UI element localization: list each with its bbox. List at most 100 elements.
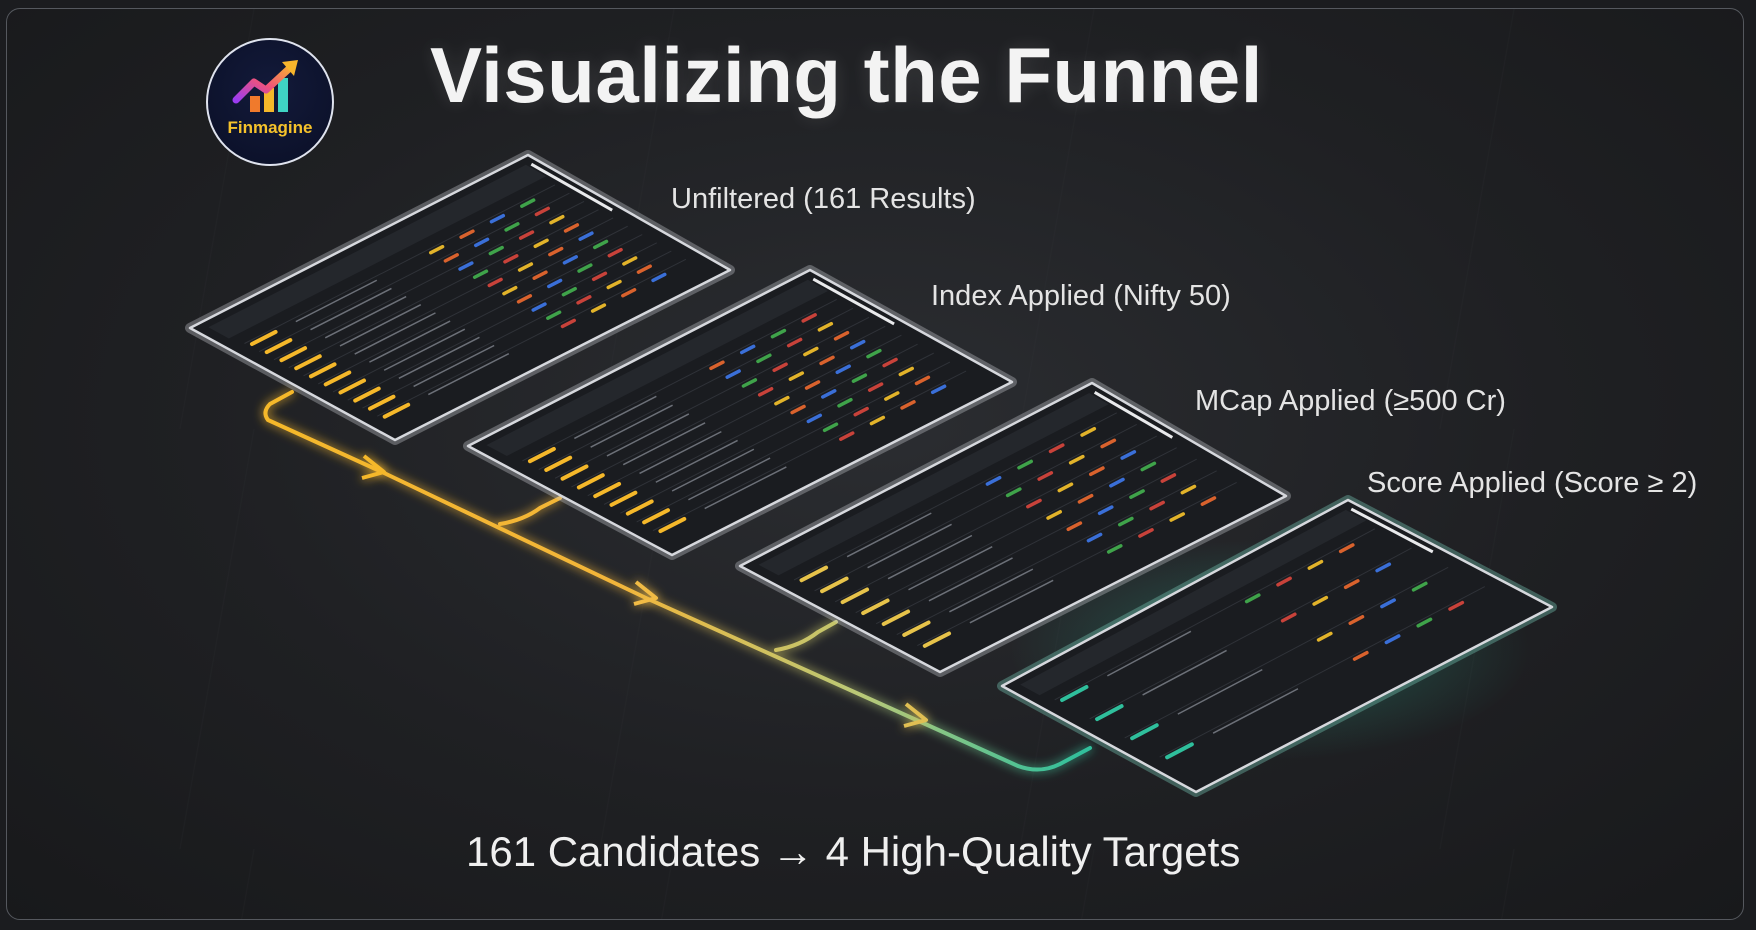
panel-cell [590,303,607,313]
screener-panel-3 [735,378,1291,677]
panel-row-divider [244,184,556,344]
panel-row-divider [917,481,1237,646]
panel-cell [504,222,520,232]
panel-cell [518,230,535,240]
panel-row-divider [1054,528,1376,701]
panel-cell [822,422,839,433]
panel-cell [546,310,562,320]
panel-cell [489,213,506,224]
flow-arrow-1 [361,454,386,480]
panel-cell [533,238,549,249]
panel-cell [866,348,882,359]
panel-cell [1026,498,1042,509]
panel-cell [1140,461,1157,472]
panel-row-divider [303,217,614,377]
panel-row-text [969,579,1054,624]
panel-cell [547,278,563,289]
panel-row-chip [308,362,337,379]
panel-cell [1005,487,1022,498]
panel-cell [548,246,564,257]
panel-screen [466,268,1014,557]
panel-cell [520,198,536,208]
panel-row-chip [279,346,308,363]
flow-arrow-3 [903,702,928,728]
panel-cell [806,413,823,424]
panel-row-text [383,328,466,371]
panel-row-text [655,439,738,483]
panel-scrollbar [1350,507,1434,554]
flow-arrow-2 [633,580,658,606]
panel-row-divider [620,352,934,514]
panel-row-chip [353,386,381,403]
panel-cell [607,247,623,258]
panel-cell [898,366,914,377]
panel-cell [517,262,534,272]
panel-row-text [590,404,673,448]
panel-cell [621,288,637,298]
panel-row-text [867,523,952,569]
panel-cell [1048,443,1065,454]
panel-row-text [574,395,657,440]
panel-row-chip [544,455,573,472]
panel-row-divider [1089,547,1412,720]
panel-cell [1088,466,1105,477]
rising-chart-icon [232,60,298,112]
panel-cell [1017,459,1033,470]
panel-cell [757,386,774,397]
panel-cell [1380,598,1396,609]
panel-cell [790,404,806,415]
panel-row-chip [323,370,352,387]
panel-cell [741,378,758,388]
panel-row-text [606,413,690,457]
flow-arrowheads [361,454,928,728]
panel-row-chip [294,354,322,371]
panel-cell [1120,450,1137,460]
panel-row-text [369,320,451,363]
panel-row-text [928,557,1013,602]
panel-cell [1138,528,1154,538]
panel-row-chip [881,609,911,627]
panel-cell [563,223,580,233]
panel-row-divider [362,250,672,409]
panel-cell [833,330,850,341]
panel-scrollbar [1093,391,1174,439]
panel-row-divider [259,192,570,353]
panel-cell [930,384,947,395]
panel-toolbar [486,279,829,456]
panel-screen [738,381,1288,674]
stage-label-score: Score Applied (Score ≥ 2) [1367,467,1698,499]
finmagine-logo: Finmagine [206,38,334,166]
panel-cell [1348,615,1365,625]
panel-cell [1160,473,1177,483]
panel-cell [636,264,652,274]
panel-cell [853,406,869,417]
panel-cell [788,371,805,381]
panel-row-divider [522,298,837,462]
panel-row-text [887,534,973,580]
screener-panel-1 [185,150,735,445]
panel-cell [1316,631,1333,642]
panel-cell [1097,505,1114,516]
panel-row-text [354,312,436,355]
slide-frame [6,8,1744,920]
panel-cell [803,346,819,357]
panel-row-divider [318,225,628,385]
panel-row-chip [1130,723,1159,741]
panel-cell [1276,576,1292,587]
screener-panel-2 [463,265,1017,560]
logo-text: Finmagine [227,118,313,137]
panel-cell [1117,516,1134,527]
panel-cell [739,344,756,355]
panel-cell [651,272,667,283]
panel-cell [502,285,518,296]
panel-cell [709,360,725,371]
stage-label-index: Index Applied (Nifty 50) [931,280,1231,312]
panel-cell [562,255,578,265]
panel-row-divider [1124,566,1449,739]
panel-row-text [310,287,392,331]
panel-cell [770,328,787,339]
panel-cell [1416,617,1433,628]
panel-cell [622,256,638,266]
panel-cell [1280,612,1297,623]
